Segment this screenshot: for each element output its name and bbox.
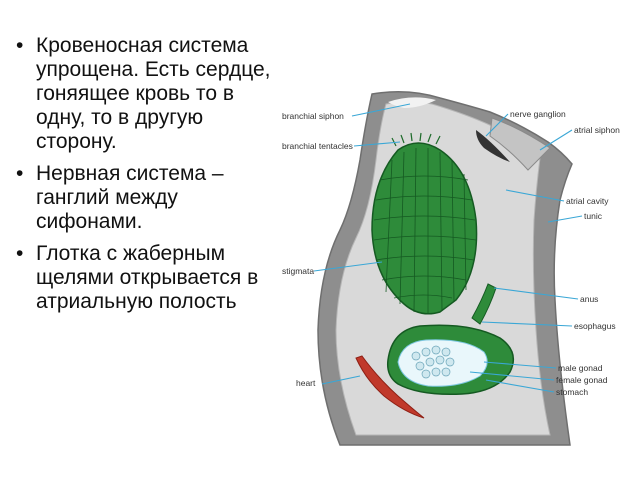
female-gonad-cells xyxy=(411,345,455,379)
pointer-heart xyxy=(321,375,361,385)
pointer-stomach xyxy=(485,379,555,393)
heart-organ xyxy=(355,355,425,419)
label-male-gonad: male gonad xyxy=(558,363,603,373)
branchial-siphon xyxy=(388,97,436,108)
pointer-anus xyxy=(493,287,579,300)
label-stigmata: stigmata xyxy=(282,266,314,276)
atrial-siphon xyxy=(489,117,551,171)
label-branchial-siphon: branchial siphon xyxy=(282,111,344,121)
bullet-list: Кровеносная система упрощена. Есть сердц… xyxy=(14,34,286,322)
pointer-atrial-siphon xyxy=(539,129,573,151)
nerve-ganglion xyxy=(476,130,510,162)
bullet-item-circulatory: Кровеносная система упрощена. Есть сердц… xyxy=(14,34,286,154)
label-female-gonad: female gonad xyxy=(556,375,608,385)
label-nerve-ganglion: nerve ganglion xyxy=(510,109,566,119)
label-anus: anus xyxy=(580,294,598,304)
pointer-esophagus xyxy=(481,321,573,327)
bullet-item-nervous: Нервная система – ганглий между сифонами… xyxy=(14,162,286,234)
pointer-stigmata xyxy=(313,261,383,272)
label-atrial-siphon: atrial siphon xyxy=(574,125,620,135)
stigmata-grid xyxy=(373,147,477,314)
label-tunic: tunic xyxy=(584,211,603,221)
pointer-male-gonad xyxy=(483,361,557,369)
pointer-tunic xyxy=(547,215,583,223)
pointer-female-gonad xyxy=(469,371,555,381)
label-stomach: stomach xyxy=(556,387,588,397)
label-atrial-cavity: atrial cavity xyxy=(566,196,609,206)
pointer-nerve-ganglion xyxy=(485,113,509,137)
label-esophagus: esophagus xyxy=(574,321,616,331)
bullet-item-pharynx: Глотка с жаберным щелями открывается в а… xyxy=(14,242,286,314)
pointer-atrial-cavity xyxy=(505,189,565,202)
pointer-branchial-siphon xyxy=(351,103,411,117)
pointer-branchial-tentacles xyxy=(353,141,401,147)
label-heart: heart xyxy=(296,378,316,388)
pharynx-basket xyxy=(371,142,478,315)
label-branchial-tentacles: branchial tentacles xyxy=(282,141,353,151)
